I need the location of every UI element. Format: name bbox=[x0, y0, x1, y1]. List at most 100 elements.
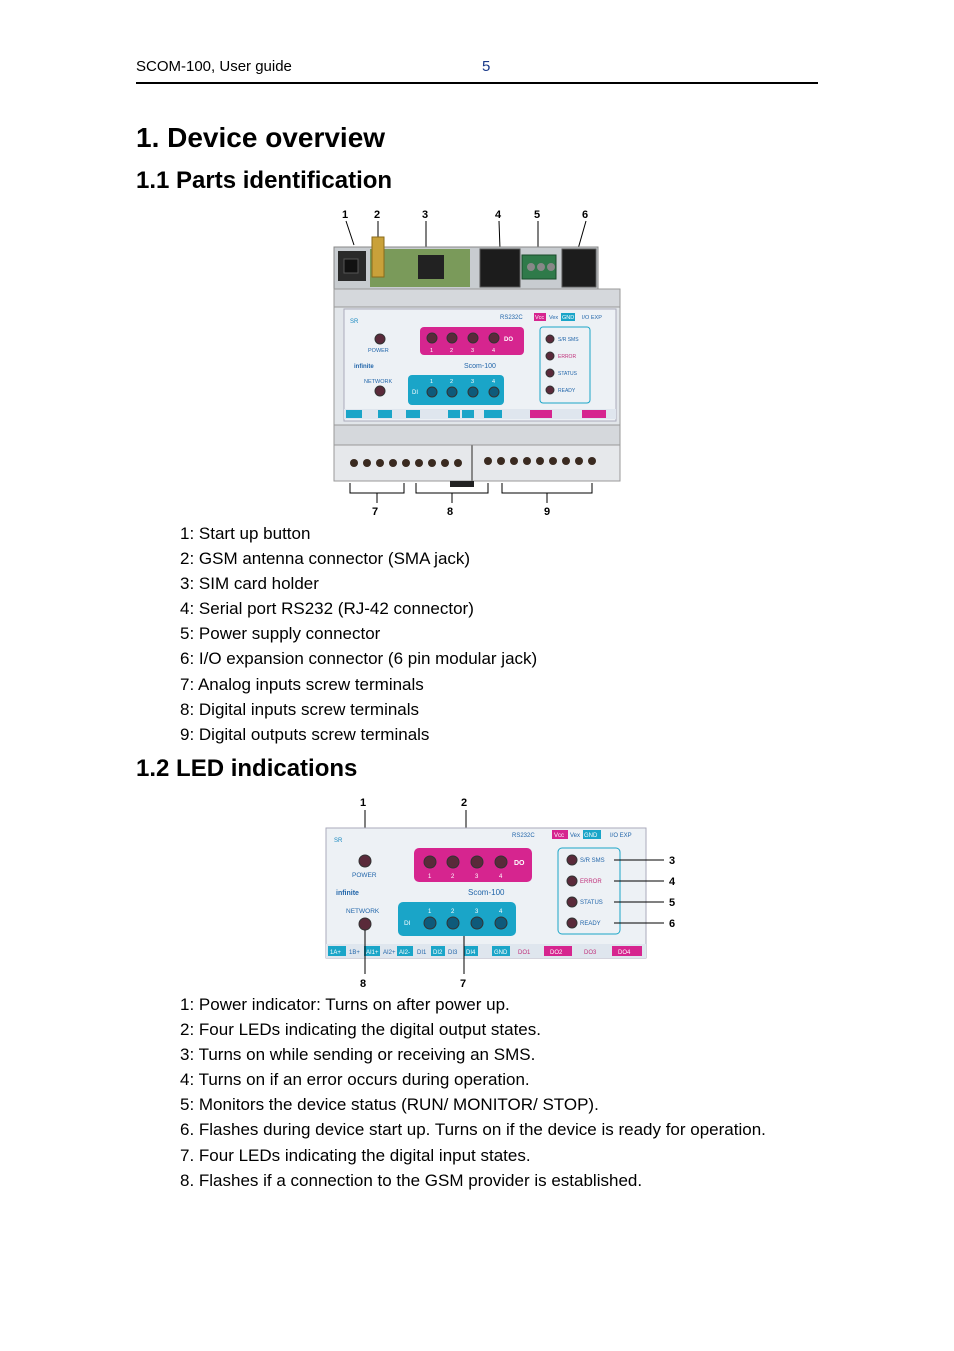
svg-text:NETWORK: NETWORK bbox=[346, 908, 380, 915]
svg-text:S/R SMS: S/R SMS bbox=[580, 858, 605, 864]
vcc-label: Vcc bbox=[535, 315, 544, 321]
model-label: Scom-100 bbox=[464, 363, 496, 370]
svg-text:DO3: DO3 bbox=[584, 950, 597, 956]
svg-text:1: 1 bbox=[428, 874, 432, 880]
brand-label: infinite bbox=[354, 364, 374, 370]
parts-callout-9: 9 bbox=[544, 506, 550, 518]
parts-callout-8: 8 bbox=[447, 506, 453, 518]
svg-text:AI1+: AI1+ bbox=[366, 950, 379, 956]
svg-text:GND: GND bbox=[494, 950, 508, 956]
gnd-label: GND bbox=[562, 315, 574, 321]
list-item: 2: Four LEDs indicating the digital outp… bbox=[180, 1020, 541, 1040]
list-item: 6. Flashes during device start up. Turns… bbox=[180, 1120, 766, 1140]
svg-text:1B+: 1B+ bbox=[349, 950, 360, 956]
led-callout-5: 5 bbox=[669, 897, 675, 909]
list-item: 5: Monitors the device status (RUN/ MONI… bbox=[180, 1095, 599, 1115]
list-item: 3: SIM card holder bbox=[180, 574, 319, 594]
svg-text:1: 1 bbox=[430, 379, 433, 385]
leds-title: 1.2 LED indications bbox=[136, 755, 358, 782]
svg-text:3: 3 bbox=[475, 874, 479, 880]
parts-callout-4: 4 bbox=[495, 209, 502, 221]
svg-text:SR: SR bbox=[334, 838, 343, 844]
led-figure: 1 2 SR RS232C Vcc Vex GND I/O EXP POWER … bbox=[325, 797, 676, 990]
list-item: 3: Turns on while sending or receiving a… bbox=[180, 1045, 536, 1065]
svg-text:GND: GND bbox=[584, 833, 598, 839]
svg-text:I/O EXP: I/O EXP bbox=[610, 833, 632, 839]
svg-text:DO2: DO2 bbox=[550, 950, 563, 956]
svg-text:3: 3 bbox=[475, 909, 479, 915]
svg-text:READY: READY bbox=[580, 921, 601, 927]
svg-text:DI2: DI2 bbox=[433, 950, 443, 956]
parts-callout-1: 1 bbox=[342, 209, 348, 221]
svg-text:Vcc: Vcc bbox=[554, 833, 564, 839]
led-callout-3: 3 bbox=[669, 855, 675, 867]
svg-text:ERROR: ERROR bbox=[558, 354, 576, 360]
list-item: 1: Start up button bbox=[180, 524, 311, 543]
page-header: SCOM-100, User guide 5 bbox=[136, 56, 818, 84]
power-label: POWER bbox=[368, 348, 389, 354]
parts-title: 1.1 Parts identification bbox=[136, 167, 393, 194]
led-callout-6: 6 bbox=[669, 918, 675, 930]
led-callout-2: 2 bbox=[461, 797, 467, 809]
parts-list: 1: Start up button 2: GSM antenna connec… bbox=[180, 523, 537, 749]
list-item: 6: I/O expansion connector (6 pin modula… bbox=[180, 649, 538, 669]
led-callout-4: 4 bbox=[669, 876, 676, 888]
svg-text:DO1: DO1 bbox=[518, 950, 531, 956]
svg-text:3: 3 bbox=[471, 348, 474, 354]
parts-callout-5: 5 bbox=[534, 209, 540, 221]
svg-text:2: 2 bbox=[450, 379, 453, 385]
svg-text:2: 2 bbox=[451, 909, 455, 915]
svg-text:DO: DO bbox=[514, 860, 525, 867]
doc-title: SCOM-100, User guide bbox=[136, 58, 292, 75]
svg-text:STATUS: STATUS bbox=[580, 900, 603, 906]
rs232-label: RS232C bbox=[500, 315, 523, 321]
sr-label: SR bbox=[350, 319, 359, 325]
svg-text:infinite: infinite bbox=[336, 890, 359, 897]
list-item: 1: Power indicator: Turns on after power… bbox=[180, 995, 510, 1014]
svg-text:AI2-: AI2- bbox=[399, 950, 410, 956]
svg-text:DO4: DO4 bbox=[618, 950, 631, 956]
svg-text:4: 4 bbox=[499, 909, 503, 915]
svg-text:READY: READY bbox=[558, 388, 576, 394]
parts-callout-3: 3 bbox=[422, 209, 428, 221]
page-number: 5 bbox=[482, 58, 491, 75]
parts-figure: 1 2 3 4 5 6 SR RS232C Vcc Vex GND I/O EX… bbox=[333, 209, 621, 518]
parts-callout-6: 6 bbox=[582, 209, 588, 221]
svg-text:ERROR: ERROR bbox=[580, 879, 602, 885]
svg-text:DI3: DI3 bbox=[448, 950, 458, 956]
svg-text:1A+: 1A+ bbox=[330, 950, 341, 956]
list-item: 8. Flashes if a connection to the GSM pr… bbox=[180, 1170, 643, 1190]
svg-text:AI2+: AI2+ bbox=[383, 950, 396, 956]
led-callout-7: 7 bbox=[460, 978, 466, 990]
parts-callout-7: 7 bbox=[372, 506, 378, 518]
svg-text:4: 4 bbox=[499, 874, 503, 880]
svg-text:1: 1 bbox=[428, 909, 432, 915]
svg-text:RS232C: RS232C bbox=[512, 833, 535, 839]
list-item: 4: Serial port RS232 (RJ-42 connector) bbox=[180, 599, 474, 619]
list-item: 9: Digital outputs screw terminals bbox=[180, 724, 430, 744]
list-item: 2: GSM antenna connector (SMA jack) bbox=[180, 549, 471, 569]
svg-text:2: 2 bbox=[450, 348, 453, 354]
svg-text:1: 1 bbox=[430, 348, 433, 354]
io-exp-label: I/O EXP bbox=[582, 315, 602, 321]
svg-text:2: 2 bbox=[451, 874, 455, 880]
svg-text:S/R SMS: S/R SMS bbox=[558, 337, 579, 343]
svg-text:4: 4 bbox=[492, 348, 495, 354]
svg-text:DI1: DI1 bbox=[417, 950, 427, 956]
svg-text:STATUS: STATUS bbox=[558, 371, 578, 377]
svg-text:4: 4 bbox=[492, 379, 495, 385]
led-callout-8: 8 bbox=[360, 978, 366, 990]
network-label: NETWORK bbox=[364, 379, 392, 385]
svg-text:POWER: POWER bbox=[352, 872, 377, 879]
do-label: DO bbox=[504, 337, 513, 343]
section-title: 1. Device overview bbox=[136, 122, 386, 153]
svg-text:DI4: DI4 bbox=[466, 950, 476, 956]
list-item: 5: Power supply connector bbox=[180, 624, 381, 644]
list-item: 7. Four LEDs indicating the digital inpu… bbox=[180, 1145, 531, 1165]
svg-text:Scom-100: Scom-100 bbox=[468, 888, 505, 897]
list-item: 8: Digital inputs screw terminals bbox=[180, 699, 420, 719]
svg-text:DI: DI bbox=[404, 920, 411, 927]
svg-text:Vex: Vex bbox=[570, 833, 580, 839]
vex-label: Vex bbox=[549, 315, 558, 321]
led-callout-1: 1 bbox=[360, 797, 366, 809]
